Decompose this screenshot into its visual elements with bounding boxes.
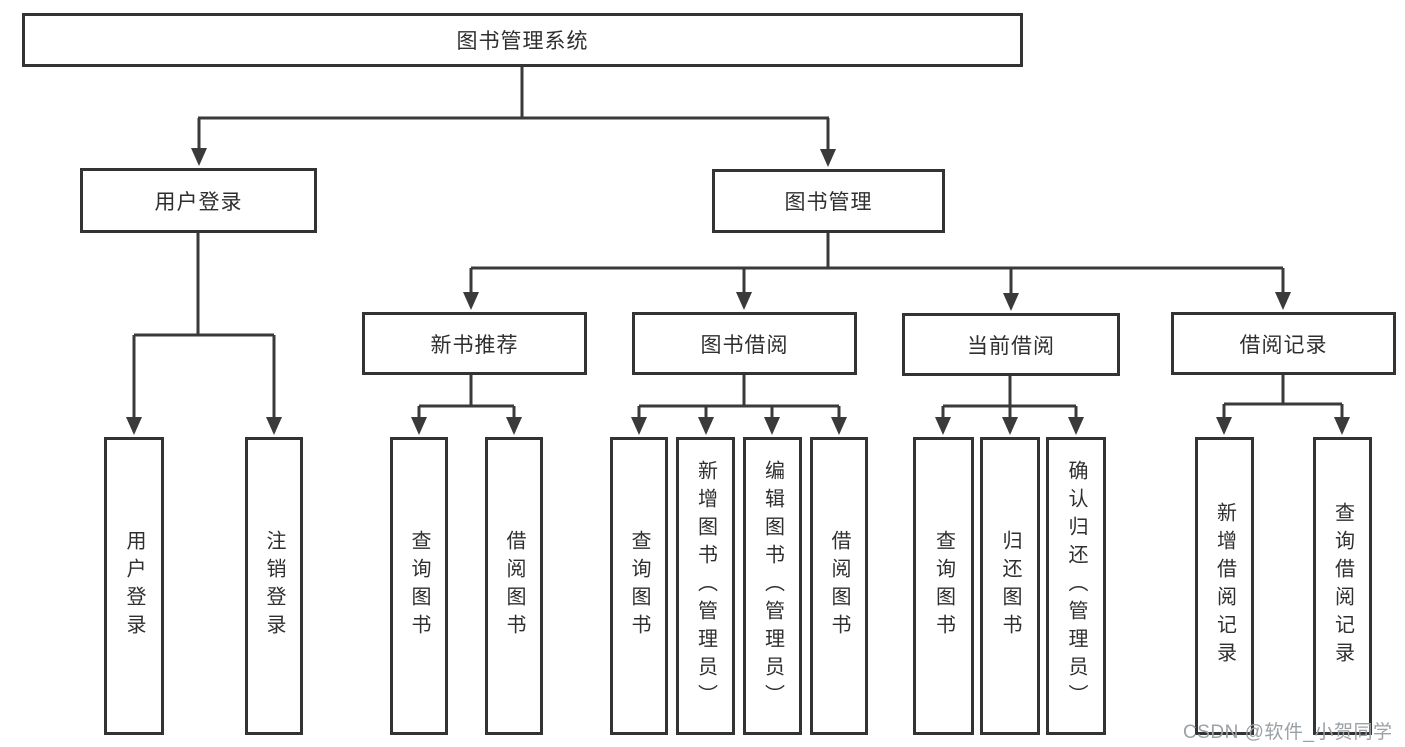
connector-root-to-level2: [191, 66, 836, 167]
leaf-confirm-return-admin: 确认归还（管理员）: [1046, 437, 1106, 735]
leaf-query-books-current: 查询图书: [913, 437, 974, 735]
leaf-query-books-recommend: 查询图书: [390, 437, 448, 735]
leaf-return-books: 归还图书: [980, 437, 1040, 735]
connector-book-borrowing-to-children: [631, 375, 847, 435]
leaf-borrow-books-recommend: 借阅图书: [485, 437, 543, 735]
node-current-borrowing: 当前借阅: [902, 313, 1120, 376]
node-borrow-records: 借阅记录: [1171, 312, 1396, 375]
node-book-management: 图书管理: [712, 169, 945, 233]
leaf-add-book-admin: 新增图书（管理员）: [676, 437, 735, 735]
leaf-edit-book-admin: 编辑图书（管理员）: [743, 437, 802, 735]
connector-user-login-to-children: [126, 233, 282, 435]
leaf-query-books-borrow: 查询图书: [610, 437, 668, 735]
leaf-logout: 注销登录: [245, 437, 303, 735]
leaf-query-borrow-record: 查询借阅记录: [1313, 437, 1372, 735]
node-book-borrowing: 图书借阅: [632, 312, 857, 375]
leaf-user-login: 用户登录: [104, 437, 164, 735]
connector-borrow-records-to-children: [1216, 375, 1350, 435]
csdn-watermark: CSDN @软件_小贺同学: [1183, 722, 1393, 743]
node-user-login: 用户登录: [80, 168, 317, 233]
connector-book-management-to-level3: [463, 233, 1291, 311]
connector-new-book-recommend-to-children: [411, 375, 522, 435]
connector-current-borrowing-to-children: [935, 376, 1084, 435]
leaf-borrow-books: 借阅图书: [810, 437, 868, 735]
leaf-add-borrow-record: 新增借阅记录: [1195, 437, 1254, 735]
node-library-management-system: 图书管理系统: [22, 13, 1023, 67]
node-new-book-recommend: 新书推荐: [362, 312, 587, 375]
